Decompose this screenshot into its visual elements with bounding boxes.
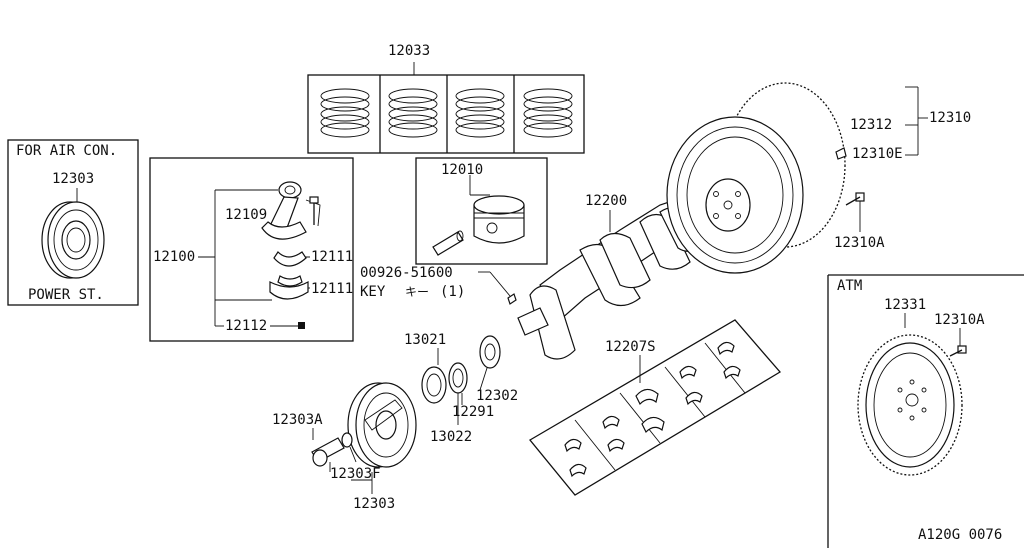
label-12010: 12010 [441, 162, 484, 178]
label-atm: ATM [837, 278, 863, 294]
pulley-bolt-drawing [311, 428, 345, 472]
label-key: KEY [360, 284, 386, 300]
atm-box [827, 274, 1024, 548]
flywheel-bolt-drawing [845, 192, 865, 232]
main-bearing-set-drawing [529, 319, 781, 496]
label-12100: 12100 [153, 249, 196, 265]
label-12310a-flywheel: 12310A [834, 235, 885, 251]
label-12111-a: 12111 [311, 249, 354, 265]
label-12303-bottom: 12303 [353, 496, 396, 512]
label-12303a: 12303A [272, 412, 323, 428]
drive-plate-drawing [857, 334, 963, 476]
piston-box [415, 157, 548, 265]
ring-stack-1 [320, 88, 370, 138]
connecting-rod-drawing [261, 181, 321, 240]
rod-bolt-drawing [309, 196, 319, 225]
ring-stack-2 [388, 88, 438, 138]
label-13022: 13022 [430, 429, 473, 445]
oil-thrower-drawing [448, 362, 468, 425]
label-key-katakana: キー [405, 285, 430, 299]
connecting-rod-box [149, 157, 354, 342]
label-12109: 12109 [225, 207, 268, 223]
label-12033: 12033 [388, 43, 431, 59]
label-12303f: 12303F [330, 466, 381, 482]
label-12303-top: 12303 [52, 171, 95, 187]
label-12200: 12200 [585, 193, 628, 209]
label-12111-b: 12111 [311, 281, 354, 297]
label-12310a-atm: 12310A [934, 312, 985, 328]
piston-pin-drawing [432, 230, 464, 256]
pulley-washer-drawing [341, 432, 357, 463]
crank-spacer-drawing [479, 335, 501, 391]
label-power-st: POWER ST. [28, 287, 104, 303]
label-12331: 12331 [884, 297, 927, 313]
label-13021: 13021 [404, 332, 447, 348]
label-12310: 12310 [929, 110, 972, 126]
key-callout [478, 271, 517, 305]
label-for-air-con: FOR AIR CON. [16, 143, 118, 159]
label-12302: 12302 [476, 388, 519, 404]
power-steering-pulley-drawing [41, 201, 105, 279]
figure-code: A120G 0076 [918, 527, 1003, 543]
label-12312: 12312 [850, 117, 893, 133]
label-12112: 12112 [225, 318, 268, 334]
air-con-pulley-box [7, 139, 139, 306]
crank-pulley-drawing [347, 382, 417, 468]
label-12310e: 12310E [852, 146, 903, 162]
timing-sprocket-drawing [421, 348, 447, 404]
label-12291: 12291 [452, 404, 495, 420]
drive-plate-bolt-drawing [949, 345, 967, 357]
label-key-part-number: 00926-51600 [360, 265, 453, 281]
ring-stack-3 [455, 88, 505, 138]
label-12207s: 12207S [605, 339, 656, 355]
ring-stack-4 [523, 88, 573, 138]
piston-drawing [473, 195, 525, 244]
rod-cap-drawing [269, 275, 309, 300]
label-key-quantity: (1) [440, 284, 466, 300]
rod-bearing-upper [273, 251, 307, 267]
piston-ring-set-box [307, 62, 585, 154]
flywheel-drawing [666, 82, 928, 274]
